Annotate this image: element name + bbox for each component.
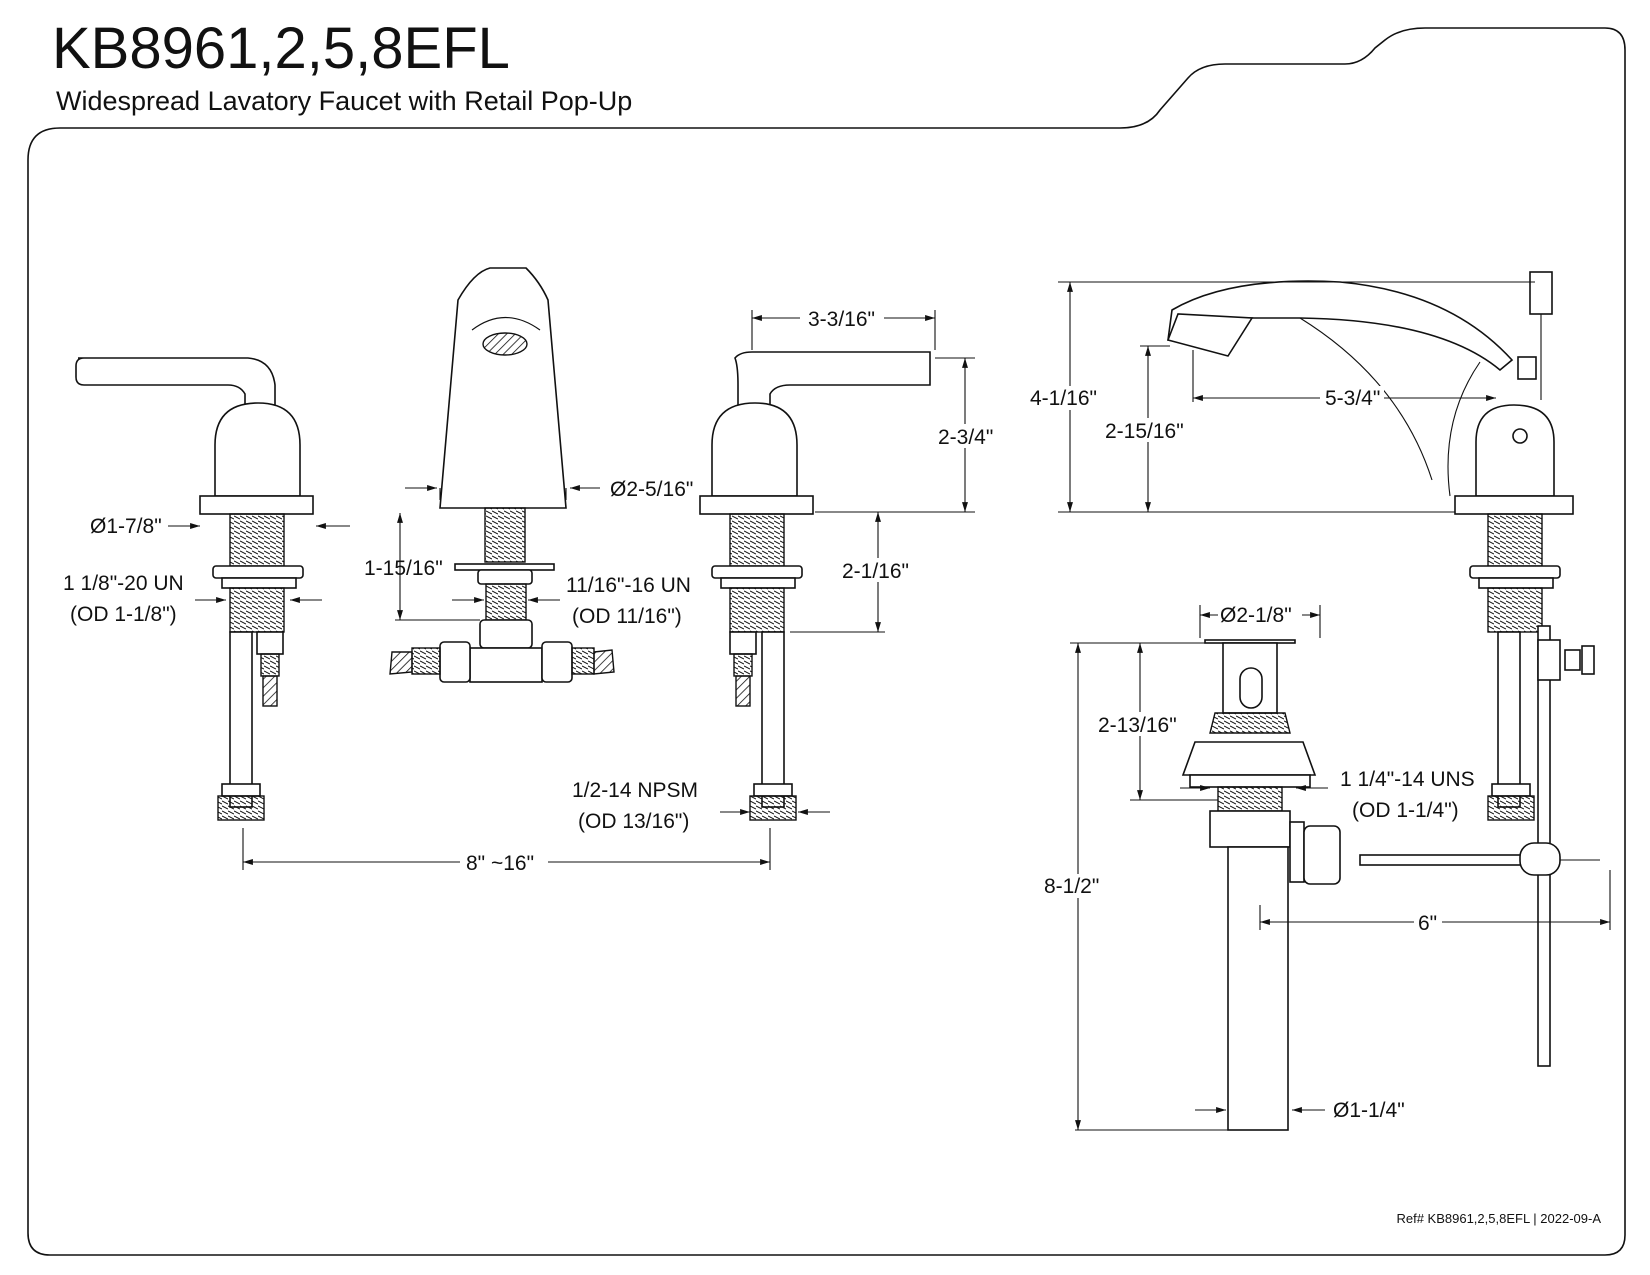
footer-reference: Ref# KB8961,2,5,8EFL | 2022-09-A — [1396, 1211, 1601, 1226]
spout-drawing — [389, 267, 615, 683]
label-drain-thread-od: (OD 1-1/4") — [1352, 799, 1459, 822]
label-handle-thread: 1 1/8"-20 UN — [63, 572, 184, 595]
label-drain-flange: Ø2-1/8" — [1220, 604, 1292, 627]
label-spout-reach: 5-3/4" — [1325, 387, 1380, 410]
label-spread: 8" ~16" — [466, 852, 534, 875]
label-handle-thread-od: (OD 1-1/8") — [70, 603, 177, 626]
label-handle-height: 2-3/4" — [938, 426, 993, 449]
label-faucet-height: 4-1/16" — [1030, 387, 1097, 410]
dimension-lines — [168, 281, 1611, 1131]
label-handle-reach: 3-3/16" — [808, 308, 875, 331]
label-handle-diameter: Ø1-7/8" — [90, 515, 162, 538]
label-drain-length: 8-1/2" — [1044, 875, 1099, 898]
label-spout-thread: 11/16"-16 UN — [566, 574, 691, 597]
label-spout-shank-height: 1-15/16" — [364, 557, 443, 580]
label-handle-shank-height: 2-1/16" — [842, 560, 909, 583]
label-spout-diameter: Ø2-5/16" — [610, 478, 693, 501]
label-spout-clearance: 2-15/16" — [1105, 420, 1184, 443]
label-tailpiece-diameter: Ø1-1/4" — [1333, 1099, 1405, 1122]
label-drain-thread: 1 1/4"-14 UNS — [1340, 768, 1475, 791]
label-pivot-rod: 6" — [1418, 912, 1437, 935]
label-spout-thread-od: (OD 11/16") — [572, 605, 682, 628]
label-supply-thread-od: (OD 13/16") — [578, 810, 689, 833]
left-handle-drawing — [75, 357, 314, 821]
model-number: KB8961,2,5,8EFL — [52, 16, 510, 81]
dimension-labels: Ø1-7/8" 1 1/8"-20 UN (OD 1-1/8") 1-15/16… — [63, 306, 1475, 1122]
frame-border — [27, 27, 1626, 1256]
side-view-drawing — [1166, 271, 1600, 1131]
product-subtitle: Widespread Lavatory Faucet with Retail P… — [56, 86, 632, 116]
right-handle-drawing — [699, 351, 931, 821]
label-drain-body-height: 2-13/16" — [1098, 714, 1177, 737]
label-supply-thread: 1/2-14 NPSM — [572, 779, 698, 802]
